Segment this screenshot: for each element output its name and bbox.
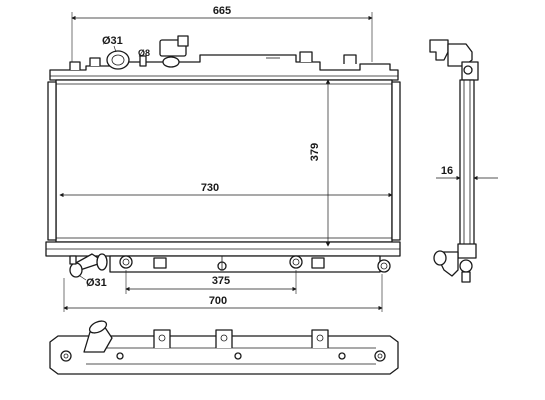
dim-top-width: 665: [213, 5, 231, 17]
dimensions-front: 665 379 730 375 700 Ø31 Ø8 Ø31: [59, 5, 393, 312]
side-core: [459, 79, 475, 247]
small-port: [139, 55, 147, 67]
upper-inlet: [106, 50, 130, 70]
dim-bottom-width: 700: [209, 295, 227, 307]
side-view: 16: [429, 39, 498, 283]
lower-outlet: [69, 253, 108, 278]
label-small-port-diameter: Ø8: [138, 48, 150, 58]
dim-side-thickness: 16: [441, 165, 453, 177]
bottom-view: [49, 320, 399, 375]
label-lower-outlet-diameter: Ø31: [86, 277, 107, 289]
front-view: [45, 35, 401, 278]
dim-outlet-spacing: 375: [212, 275, 230, 287]
radiator-core: [55, 79, 393, 243]
label-upper-inlet-diameter: Ø31: [102, 35, 123, 47]
filler-cap: [159, 35, 189, 68]
dim-core-width: 730: [201, 182, 219, 194]
dim-core-height: 379: [309, 143, 321, 161]
